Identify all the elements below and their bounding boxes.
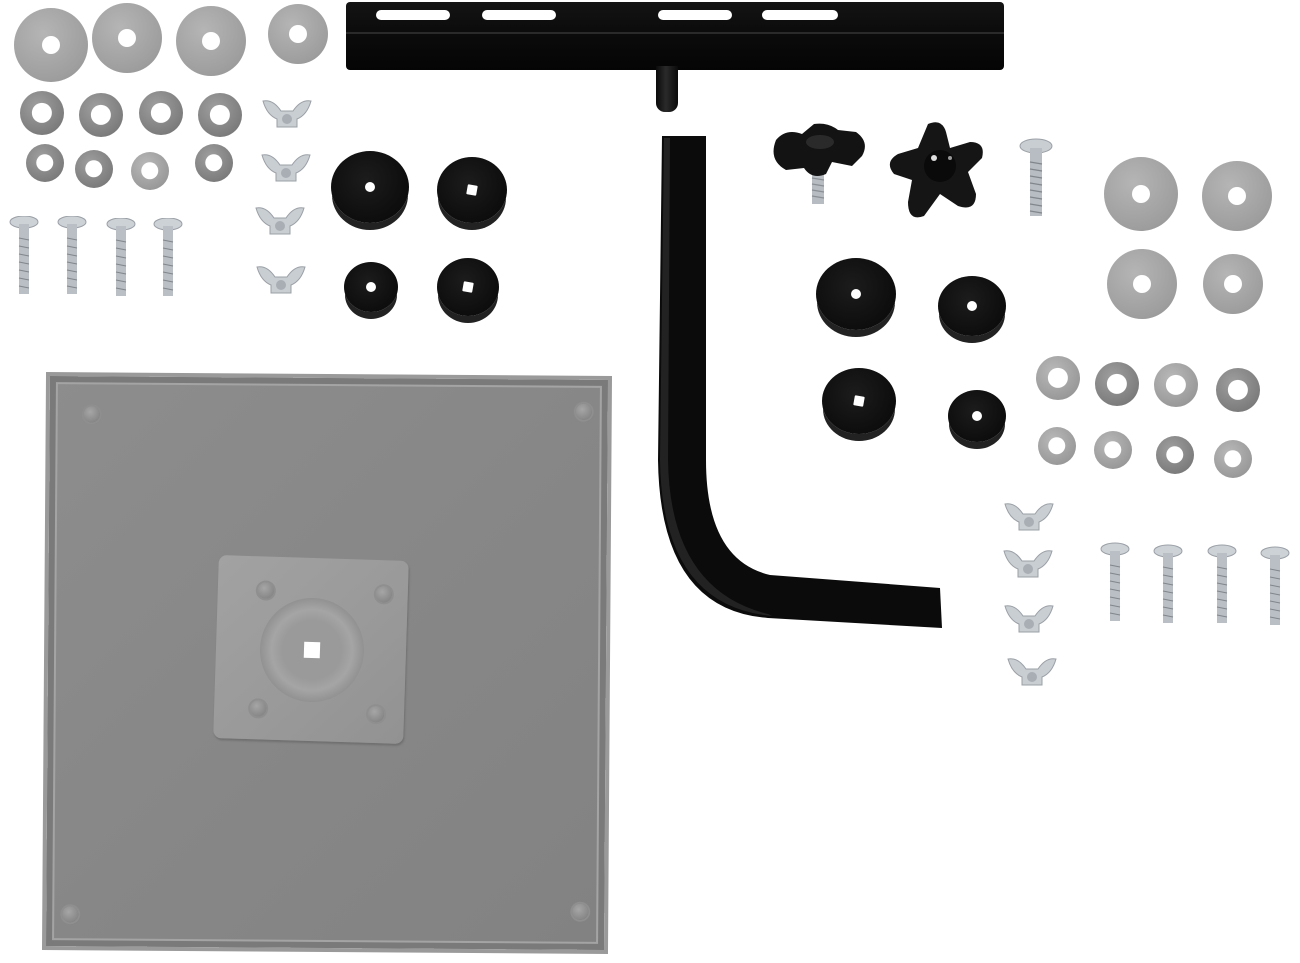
wing-nut-icon: [1004, 605, 1054, 633]
rubber-foot: [948, 390, 1006, 442]
bracket-post: [656, 66, 678, 112]
bracket-slot: [482, 10, 556, 20]
carriage-bolt-icon: [9, 216, 39, 294]
bracket-fold-line: [346, 32, 1004, 34]
round-hole: [366, 282, 376, 292]
small-washer: [1214, 440, 1252, 478]
carriage-bolt-icon: [1207, 544, 1237, 623]
wing-nut-icon: [262, 100, 312, 128]
small-washer: [1094, 431, 1132, 469]
rivet-icon: [62, 906, 79, 923]
small-washer: [26, 144, 64, 182]
small-washer: [1038, 427, 1076, 465]
star-knob-with-stud-icon: [773, 123, 865, 204]
flat-washer: [198, 93, 242, 137]
round-hole: [972, 411, 982, 421]
rubber-foot: [331, 151, 409, 223]
flat-washer: [79, 93, 123, 137]
rivet-icon: [375, 586, 393, 603]
rubber-foot: [344, 262, 398, 312]
rubber-foot: [437, 258, 499, 316]
rubber-foot: [822, 368, 896, 434]
flat-washer: [20, 91, 64, 135]
rubber-foot: [816, 258, 896, 330]
rubber-foot: [437, 157, 507, 223]
wing-nut-icon: [261, 154, 311, 182]
flat-washer: [1216, 368, 1260, 412]
round-hole: [851, 289, 861, 299]
small-washer: [131, 152, 169, 190]
rubber-foot: [938, 276, 1006, 336]
flat-washer: [139, 91, 183, 135]
wing-nut-icon: [256, 266, 306, 294]
wing-nut-icon: [1003, 550, 1053, 578]
large-fender-washer: [268, 4, 328, 64]
carriage-bolt-icon: [106, 218, 136, 296]
wing-nut-icon: [1004, 503, 1054, 531]
slotted-bracket: [346, 2, 1004, 70]
wing-nut-icon: [1007, 658, 1057, 686]
mount-plate: [213, 555, 409, 744]
large-fender-washer: [14, 8, 88, 82]
wing-nut-icon: [255, 207, 305, 235]
square-hole: [462, 281, 474, 293]
large-fender-washer: [1202, 161, 1272, 231]
flat-washer: [1154, 363, 1198, 407]
carriage-bolt-icon: [1019, 138, 1053, 216]
bracket-slot: [658, 10, 732, 20]
flat-washer: [1036, 356, 1080, 400]
carriage-bolt-icon: [1100, 542, 1130, 621]
rivet-icon: [572, 903, 589, 920]
mount-dome: [258, 596, 366, 704]
star-knob-with-insert-icon: [889, 122, 983, 218]
large-fender-washer: [176, 6, 246, 76]
round-hole: [967, 301, 977, 311]
rivet-icon: [249, 700, 267, 717]
carriage-bolt-icon: [153, 218, 183, 296]
large-fender-washer: [1104, 157, 1178, 231]
round-hole: [365, 182, 375, 192]
carriage-bolt-icon: [57, 216, 87, 294]
small-washer: [195, 144, 233, 182]
j-shaped-arm: [658, 136, 942, 628]
flat-washer: [1095, 362, 1139, 406]
square-hole: [466, 184, 478, 196]
carriage-bolt-icon: [1260, 546, 1290, 625]
large-fender-washer: [92, 3, 162, 73]
square-hole: [853, 395, 865, 407]
rivet-icon: [575, 403, 592, 420]
rivet-icon: [257, 582, 275, 599]
carriage-bolt-icon: [1153, 544, 1183, 623]
large-fender-washer: [1107, 249, 1177, 319]
rivet-icon: [367, 705, 385, 723]
square-hole: [303, 641, 321, 659]
large-fender-washer: [1203, 254, 1263, 314]
bracket-slot: [376, 10, 450, 20]
small-washer: [75, 150, 113, 188]
rivet-icon: [83, 406, 100, 423]
bracket-slot: [762, 10, 838, 20]
small-washer: [1156, 436, 1194, 474]
